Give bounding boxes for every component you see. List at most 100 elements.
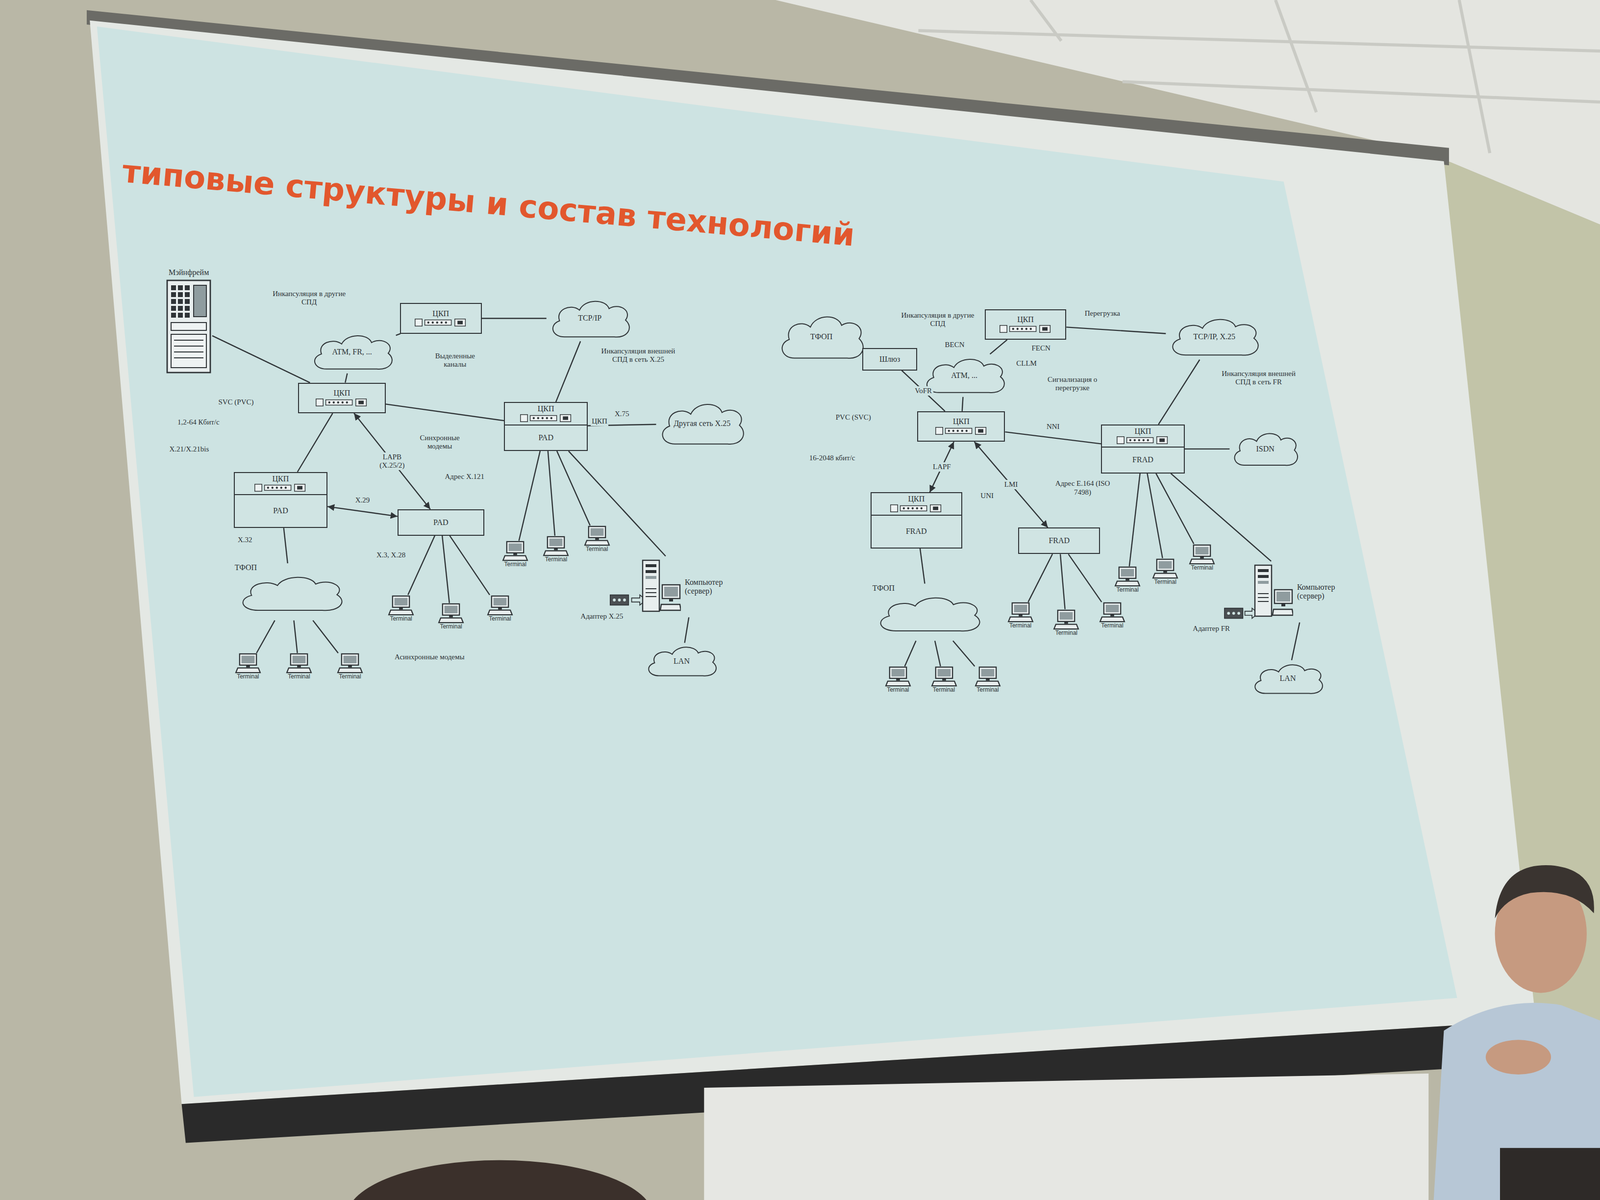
diagram-label: FECN [1030, 344, 1051, 353]
connector [990, 339, 1008, 354]
terminal-icon: Terminal [927, 666, 961, 697]
diagram-label: UNI [979, 491, 995, 500]
connector [1147, 473, 1163, 559]
server-node: Компьютер (сервер) [641, 555, 747, 618]
terminal-icon: Terminal [384, 595, 418, 626]
node-text: Terminal [287, 673, 310, 681]
edge-label: LAPF [931, 462, 953, 472]
node-text: ЦКП [1134, 426, 1152, 436]
mainframe-node: Мэйнфрейм [165, 268, 213, 381]
connector [684, 617, 690, 643]
terminal-picture [335, 652, 365, 674]
network-cloud: ATM, ... [920, 353, 1009, 397]
connector [1066, 326, 1166, 334]
node-text: Terminal [1154, 578, 1177, 586]
terminal-picture [284, 652, 314, 674]
terminal-icon: Terminal [1096, 601, 1129, 633]
node-text: ATM, ... [950, 371, 978, 380]
terminal-picture [883, 666, 913, 687]
connector [385, 403, 504, 421]
connector [312, 620, 339, 654]
connector [519, 450, 541, 541]
switch-panel [516, 413, 576, 423]
server-picture [1253, 564, 1294, 620]
switch-panel [931, 426, 991, 436]
node-text: FRAD [905, 526, 927, 536]
terminal-picture [973, 666, 1002, 687]
node-text: FRAD [1048, 536, 1070, 546]
slide-title: типовые структуры и состав технологий [121, 152, 857, 253]
network-cloud: ISDN [1229, 428, 1301, 470]
terminal-picture [500, 540, 530, 562]
connector [1004, 431, 1101, 444]
diagram-label: X.3, X.28 [375, 550, 407, 560]
connector [1158, 359, 1200, 425]
terminal-icon: Terminal [539, 535, 573, 567]
terminal-picture [1051, 609, 1081, 630]
node-text: LAN [673, 656, 690, 666]
pad-box: FRAD [1018, 527, 1100, 554]
diagram-label: Сигнализация о перегрузке [1035, 375, 1110, 393]
cloud-outline [872, 592, 985, 636]
connector [212, 335, 310, 383]
edge-label: VoFR [913, 386, 934, 396]
network-cloud: ТФОП [872, 583, 985, 642]
node-text: Шлюз [879, 354, 900, 364]
node-text: Terminal [1190, 564, 1213, 572]
connector [1060, 553, 1066, 609]
node-text: PAD [273, 506, 289, 516]
node-text: ЦКП [272, 474, 290, 484]
edge-label: LAPB (X.25/2) [371, 452, 414, 471]
connector [283, 527, 288, 564]
connector [327, 506, 398, 517]
terminal-picture [1187, 544, 1217, 565]
network-cloud: Другая сеть X.25 [655, 398, 748, 450]
connector [952, 640, 975, 667]
connector [1171, 473, 1272, 562]
terminal-icon: Terminal [1003, 601, 1037, 633]
terminal-icon: Terminal [1149, 558, 1182, 589]
diagram-label: PVC (SVC) [834, 413, 873, 422]
connector [556, 450, 591, 526]
connector [920, 548, 925, 584]
switch-box: ЦКП [917, 411, 1005, 442]
node-text: Terminal [932, 686, 955, 694]
network-cloud: LAN [1249, 660, 1326, 698]
diagram-label: X.32 [236, 535, 254, 545]
terminal-icon: Terminal [483, 595, 517, 626]
diagram-label: Адаптер FR [1191, 624, 1231, 633]
connector [449, 535, 490, 596]
node-text: ЦКП [537, 404, 555, 414]
network-cloud: ATM, FR, ... [308, 330, 397, 374]
pad-box: Шлюз [862, 348, 918, 371]
node-text: Terminal [976, 686, 999, 694]
terminal-icon: Terminal [282, 652, 316, 684]
terminal-picture [541, 535, 571, 557]
node-text: Terminal [545, 556, 568, 564]
node-text: Terminal [1100, 622, 1124, 630]
lecturer-hand [1485, 1039, 1551, 1075]
terminal-icon: Terminal [580, 525, 614, 556]
edge-label: LMI [1002, 479, 1020, 490]
terminal-picture [485, 595, 515, 616]
connector [904, 640, 917, 667]
connector [1027, 553, 1053, 602]
edge-label: X.29 [353, 495, 372, 505]
node-text: ЦКП [432, 309, 450, 319]
node-text: PAD [433, 518, 449, 527]
diagram-label: ЦКП [590, 417, 609, 426]
pad-box: PAD [397, 509, 485, 536]
network-cloud: TCP/IP [546, 295, 634, 342]
node-text: ЦКП [333, 388, 350, 398]
screen-surface [89, 20, 1536, 1105]
terminal-picture [1150, 558, 1180, 579]
connector [1184, 448, 1230, 450]
network-cloud: ТФОП [775, 310, 868, 364]
diagram-label: Инкапсуляция в другие СПД [896, 311, 980, 329]
terminal-icon: Terminal [499, 540, 532, 572]
projected-slide [97, 26, 1458, 1098]
terminal-picture [386, 595, 416, 616]
terminal-icon: Terminal [1185, 544, 1219, 575]
diagram-label: Инкапсуляция в другие СПД [267, 289, 351, 307]
